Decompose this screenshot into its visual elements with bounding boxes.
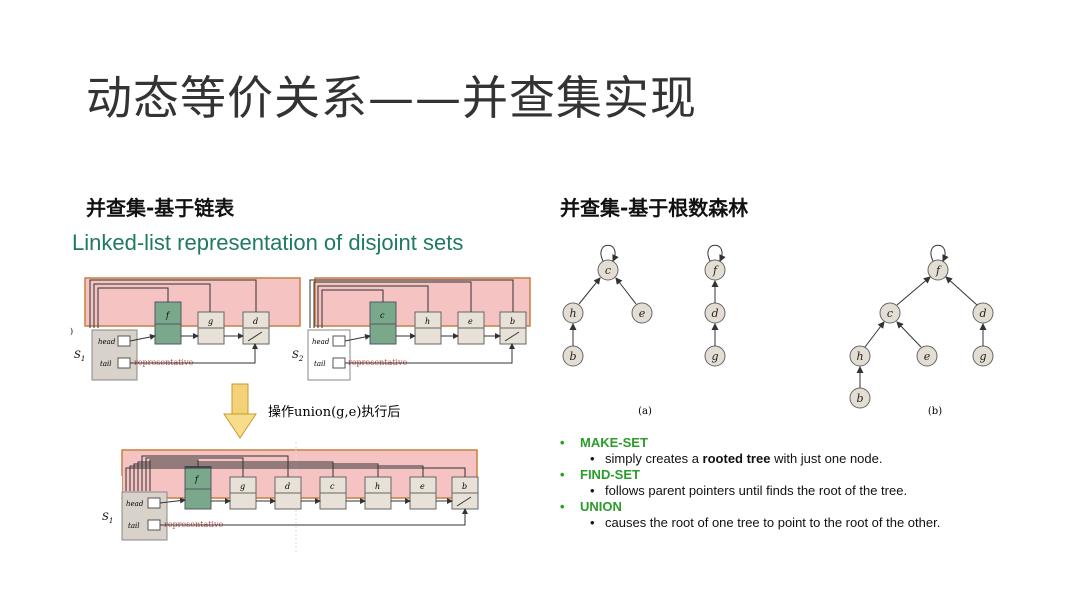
label-b: (b) (928, 406, 942, 417)
s2-tail: tail (314, 360, 325, 368)
svg-text:h: h (569, 307, 576, 320)
set-s1: ) S1 head tail representative f g d (70, 277, 301, 381)
slide-title: 动态等价关系——并查集实现 (86, 71, 697, 125)
merged-node-f: f (194, 475, 200, 484)
merged-tail: tail (128, 522, 139, 530)
linked-list-caption: Linked-list representation of disjoint s… (72, 230, 464, 255)
merged-node-c: c (330, 482, 335, 491)
svg-text:b: b (856, 392, 863, 405)
set-s2: S2 head tail representative c h e b (292, 277, 531, 381)
node-e-b (916, 345, 938, 367)
union-arrow: 操作union(g,e)执行后 (223, 383, 400, 439)
svg-text:f: f (935, 264, 942, 277)
bullet-make-set-desc: simply creates a rooted tree with just o… (560, 451, 1060, 467)
merged-node-h: h (375, 482, 380, 491)
merged-node-g: g (240, 482, 245, 491)
s2-label: S2 (292, 350, 304, 363)
operations-list: MAKE-SET simply creates a rooted tree wi… (560, 435, 1060, 531)
s1-node-g: g (208, 317, 213, 326)
bullet-union: UNION (560, 499, 1060, 515)
s1-tail: tail (100, 360, 111, 368)
bullet-make-set: MAKE-SET (560, 435, 1060, 451)
s2-node-b: b (510, 317, 515, 326)
svg-text:g: g (711, 350, 718, 363)
s1-node-d: d (253, 317, 258, 326)
node-e-a (631, 302, 653, 324)
node-f-b (927, 259, 949, 281)
svg-text:e: e (639, 307, 646, 320)
forest-heading: 并查集-基于根数森林 (560, 196, 749, 220)
svg-text:d: d (711, 307, 718, 320)
svg-text:f: f (712, 264, 719, 277)
merged-head: head (126, 500, 144, 508)
s2-node-c: c (380, 311, 385, 320)
forest-diagram: c h e b f d g f c d h e g b (a) (b) (562, 244, 994, 417)
bullet-union-desc: causes the root of one tree to point to … (560, 515, 1060, 531)
linked-list-diagram: ) S1 head tail representative f g d S2 h… (70, 277, 531, 552)
s1-head: head (98, 338, 116, 346)
merged-s1-label: S1 (102, 512, 113, 525)
s2-node-h: h (425, 317, 430, 326)
merged-set: S1 head tail representative f g d c h e … (100, 442, 479, 552)
label-a: (a) (638, 406, 652, 417)
svg-text:c: c (887, 307, 893, 320)
merged-node-e: e (420, 482, 425, 491)
stray-paren: ) (70, 327, 73, 336)
svg-text:b: b (569, 350, 576, 363)
svg-text:h: h (856, 350, 863, 363)
linked-list-heading: 并查集-基于链表 (86, 196, 235, 220)
union-operation-label: 操作union(g,e)执行后 (268, 404, 400, 420)
s2-node-e: e (468, 317, 473, 326)
merged-node-d: d (285, 482, 290, 491)
bullet-find-set: FIND-SET (560, 467, 1060, 483)
s1-label: S1 (74, 350, 85, 363)
s1-node-f: f (165, 311, 171, 320)
svg-text:e: e (924, 350, 931, 363)
bullet-find-set-desc: follows parent pointers until finds the … (560, 483, 1060, 499)
node-c-b (879, 302, 901, 324)
svg-text:c: c (605, 264, 611, 277)
svg-text:g: g (979, 350, 986, 363)
s2-head: head (312, 338, 330, 346)
svg-text:d: d (979, 307, 986, 320)
merged-node-b: b (462, 482, 467, 491)
node-c-a (597, 259, 619, 281)
